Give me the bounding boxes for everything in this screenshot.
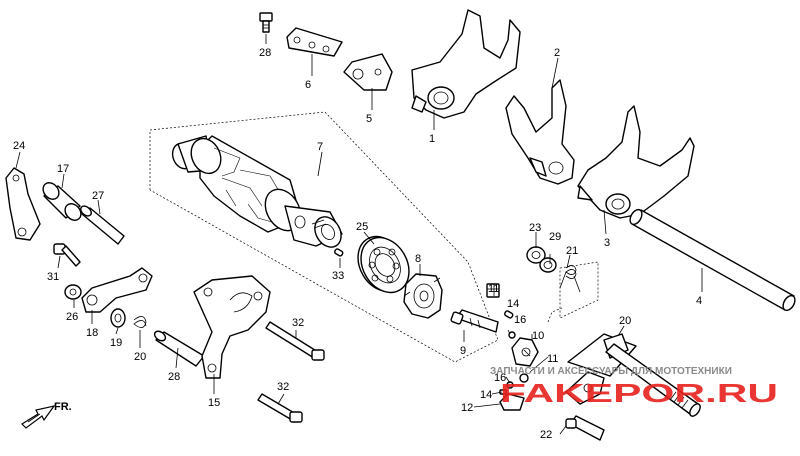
bolt-32-upper bbox=[265, 321, 325, 361]
collar-11 bbox=[519, 373, 529, 383]
part-labels: 28 6 5 1 2 3 4 7 25 8 33 9 11 14 16 10 1… bbox=[13, 47, 702, 441]
bolt-32-lower bbox=[257, 393, 303, 423]
watermark: ЗАПЧАСТИ И АКСЕССУАРЫ ДЛЯ МОТОТЕХНИКИ FA… bbox=[490, 366, 778, 408]
part-label-22: 21 bbox=[566, 245, 578, 257]
part-label-13: 11 bbox=[488, 283, 499, 295]
part-label-25: 23 bbox=[529, 222, 541, 234]
pin-33 bbox=[334, 248, 344, 257]
plate-6 bbox=[286, 27, 343, 57]
bearing-27 bbox=[357, 235, 410, 294]
part-label-29: 28 bbox=[259, 47, 271, 59]
part-label-8: 8 bbox=[415, 253, 421, 265]
part-label-21: 20 bbox=[619, 315, 631, 327]
part-label-27: 25 bbox=[356, 221, 368, 233]
arm-18 bbox=[81, 267, 153, 313]
part-label-2: 2 bbox=[554, 47, 560, 59]
watermark-brand: FAKEPOR.RU bbox=[500, 378, 778, 408]
front-direction-indicator: FR. bbox=[21, 401, 72, 429]
part-label-7: 7 bbox=[317, 141, 323, 153]
part-label-3: 3 bbox=[604, 237, 610, 249]
shift-fork-1 bbox=[411, 9, 521, 119]
part-label-4: 4 bbox=[696, 295, 702, 307]
collar-19 bbox=[110, 308, 126, 328]
shift-drum-7 bbox=[171, 135, 343, 248]
part-label-31: 31 bbox=[47, 271, 59, 283]
leader-lines bbox=[15, 34, 703, 435]
part-label-28a: 27 bbox=[92, 190, 104, 202]
collar-30 bbox=[539, 257, 557, 273]
bracket-outline bbox=[559, 261, 599, 319]
part-label-20: 20 bbox=[134, 351, 146, 363]
spindle-outline bbox=[547, 307, 563, 323]
part-label-33: 33 bbox=[332, 270, 344, 282]
part-label-16a: 16 bbox=[514, 314, 526, 326]
part-label-10: 10 bbox=[532, 330, 544, 342]
stopper-12 bbox=[499, 393, 525, 411]
part-label-32a: 32 bbox=[292, 317, 304, 329]
drum-center-8 bbox=[403, 273, 443, 319]
part-label-16b: 16 bbox=[494, 372, 506, 384]
part-label-18: 18 bbox=[86, 327, 98, 339]
part-label-24: 24 bbox=[13, 140, 25, 152]
part-label-19: 19 bbox=[110, 337, 122, 349]
part-label-1: 1 bbox=[429, 133, 435, 145]
link-plate-24 bbox=[5, 167, 41, 241]
part-label-5: 5 bbox=[366, 113, 372, 125]
bolt-31 bbox=[53, 243, 81, 267]
part-label-14a: 14 bbox=[507, 298, 519, 310]
part-label-32b: 32 bbox=[277, 381, 289, 393]
watermark-subtitle: ЗАПЧАСТИ И АКСЕССУАРЫ ДЛЯ МОТОТЕХНИКИ bbox=[490, 366, 732, 377]
part-label-15: 15 bbox=[208, 397, 220, 409]
fork-shaft-4 bbox=[629, 208, 796, 312]
spring-14-upper bbox=[504, 310, 514, 319]
spring-22 bbox=[559, 265, 581, 293]
pin-28-lower bbox=[153, 330, 205, 367]
part-label-11: 11 bbox=[547, 353, 558, 365]
pin-13 bbox=[486, 283, 500, 298]
plate-5 bbox=[343, 53, 393, 91]
part-label-6: 6 bbox=[305, 79, 311, 91]
part-label-28b: 28 bbox=[168, 371, 180, 383]
part-label-30: 29 bbox=[549, 231, 561, 243]
drum-assembly-outline bbox=[149, 111, 499, 363]
pin-16-lower bbox=[506, 381, 514, 389]
part-label-14b: 14 bbox=[480, 389, 492, 401]
direction-label: FR. bbox=[54, 401, 72, 413]
stopper-arm-10 bbox=[511, 337, 539, 367]
arrow-icon bbox=[21, 405, 56, 429]
part-label-12: 12 bbox=[461, 402, 473, 414]
plate-15 bbox=[193, 275, 271, 379]
washer-26 bbox=[64, 284, 82, 300]
bolt-29 bbox=[259, 12, 273, 33]
part-label-9: 9 bbox=[460, 345, 466, 357]
pin-28-upper bbox=[80, 205, 125, 245]
part-label-23: 22 bbox=[540, 429, 552, 441]
pin-16-upper bbox=[508, 331, 516, 339]
spring-20 bbox=[133, 316, 147, 328]
collar-17 bbox=[42, 182, 82, 221]
gearshift-spindle-21 bbox=[565, 333, 701, 417]
part-label-26: 26 bbox=[66, 311, 78, 323]
shift-fork-3 bbox=[577, 105, 695, 219]
shift-fork-2 bbox=[505, 79, 575, 185]
bolt-23 bbox=[565, 415, 605, 441]
bolt-9 bbox=[450, 309, 499, 333]
part-label-17: 17 bbox=[57, 163, 69, 175]
